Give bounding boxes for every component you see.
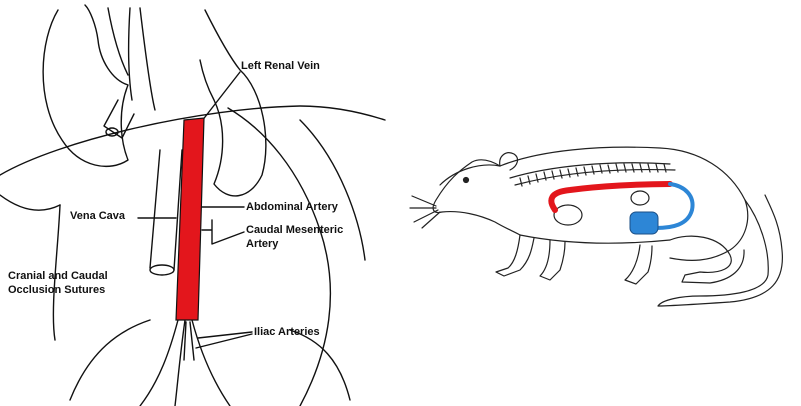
rat-kidney	[554, 205, 582, 225]
label-caudal-mesenteric-artery: Artery	[246, 238, 278, 251]
label-caudal-mesenteric: Caudal Mesenteric	[246, 224, 343, 237]
rat-illustration	[400, 0, 801, 406]
front-leg	[496, 235, 534, 276]
label-vena-cava: Vena Cava	[70, 210, 125, 223]
telemetry-device	[630, 212, 658, 234]
label-occlusion-sutures-1: Cranial and Caudal	[8, 270, 108, 283]
label-iliac-arteries: Iliac Arteries	[254, 326, 320, 339]
vena-cava	[150, 150, 160, 268]
anatomy-drawing	[0, 0, 400, 406]
abdominal-aorta	[176, 118, 204, 320]
label-abdominal-artery: Abdominal Artery	[246, 201, 338, 214]
rat-head	[433, 160, 520, 235]
label-left-renal-vein: Left Renal Vein	[241, 60, 320, 73]
right-kidney	[200, 10, 266, 196]
rat-tail	[658, 195, 782, 306]
rat-artery	[551, 184, 670, 210]
label-occlusion-sutures-2: Occlusion Sutures	[8, 284, 105, 297]
rat-drawing	[400, 0, 801, 406]
iliac-arteries	[140, 320, 230, 406]
left-kidney	[43, 5, 128, 166]
aorta-anatomy-diagram: Left Renal Vein Vena Cava Abdominal Arte…	[0, 0, 400, 406]
catheter-line	[656, 184, 693, 228]
